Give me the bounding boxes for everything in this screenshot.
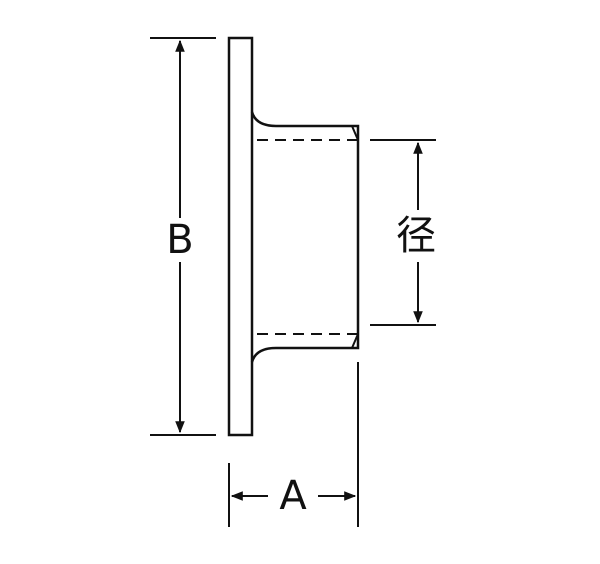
- hub-face-chamfer-top: [351, 125, 359, 141]
- label-a: A: [279, 473, 307, 519]
- label-b: B: [166, 217, 193, 263]
- label-diameter: 径: [396, 213, 436, 259]
- hub-face-chamfer-bottom: [351, 333, 359, 349]
- flange-hub: [250, 111, 360, 363]
- flange-plate: [227, 36, 254, 437]
